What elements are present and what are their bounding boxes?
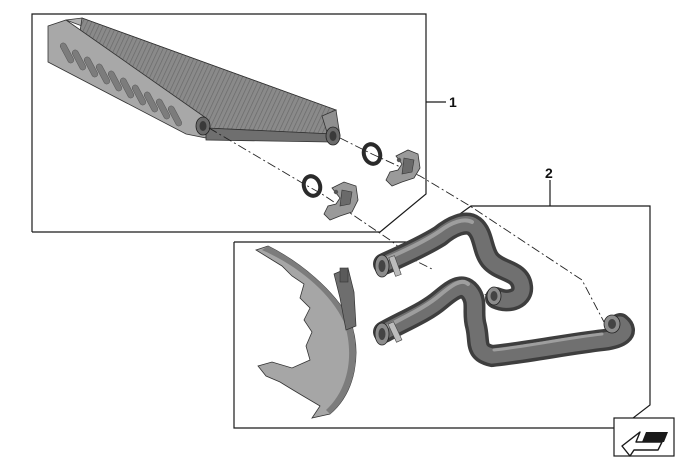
core-pipe-stub-left [195,116,211,136]
heater-core [47,17,341,146]
upper-hose [373,212,534,312]
o-ring-lower [301,174,323,198]
heat-shield [255,245,357,419]
group-frame-1 [31,13,446,233]
lower-hose [373,276,635,368]
o-ring-upper [361,142,383,166]
core-pipe-stub-right [325,126,341,146]
callout-label-1: 1 [449,94,457,110]
tank-ribs [59,42,183,127]
callout-label-2: 2 [545,165,553,181]
arrow-logo-icon [613,417,675,457]
clamp-upper [385,149,421,187]
clamp-lower [323,181,359,221]
